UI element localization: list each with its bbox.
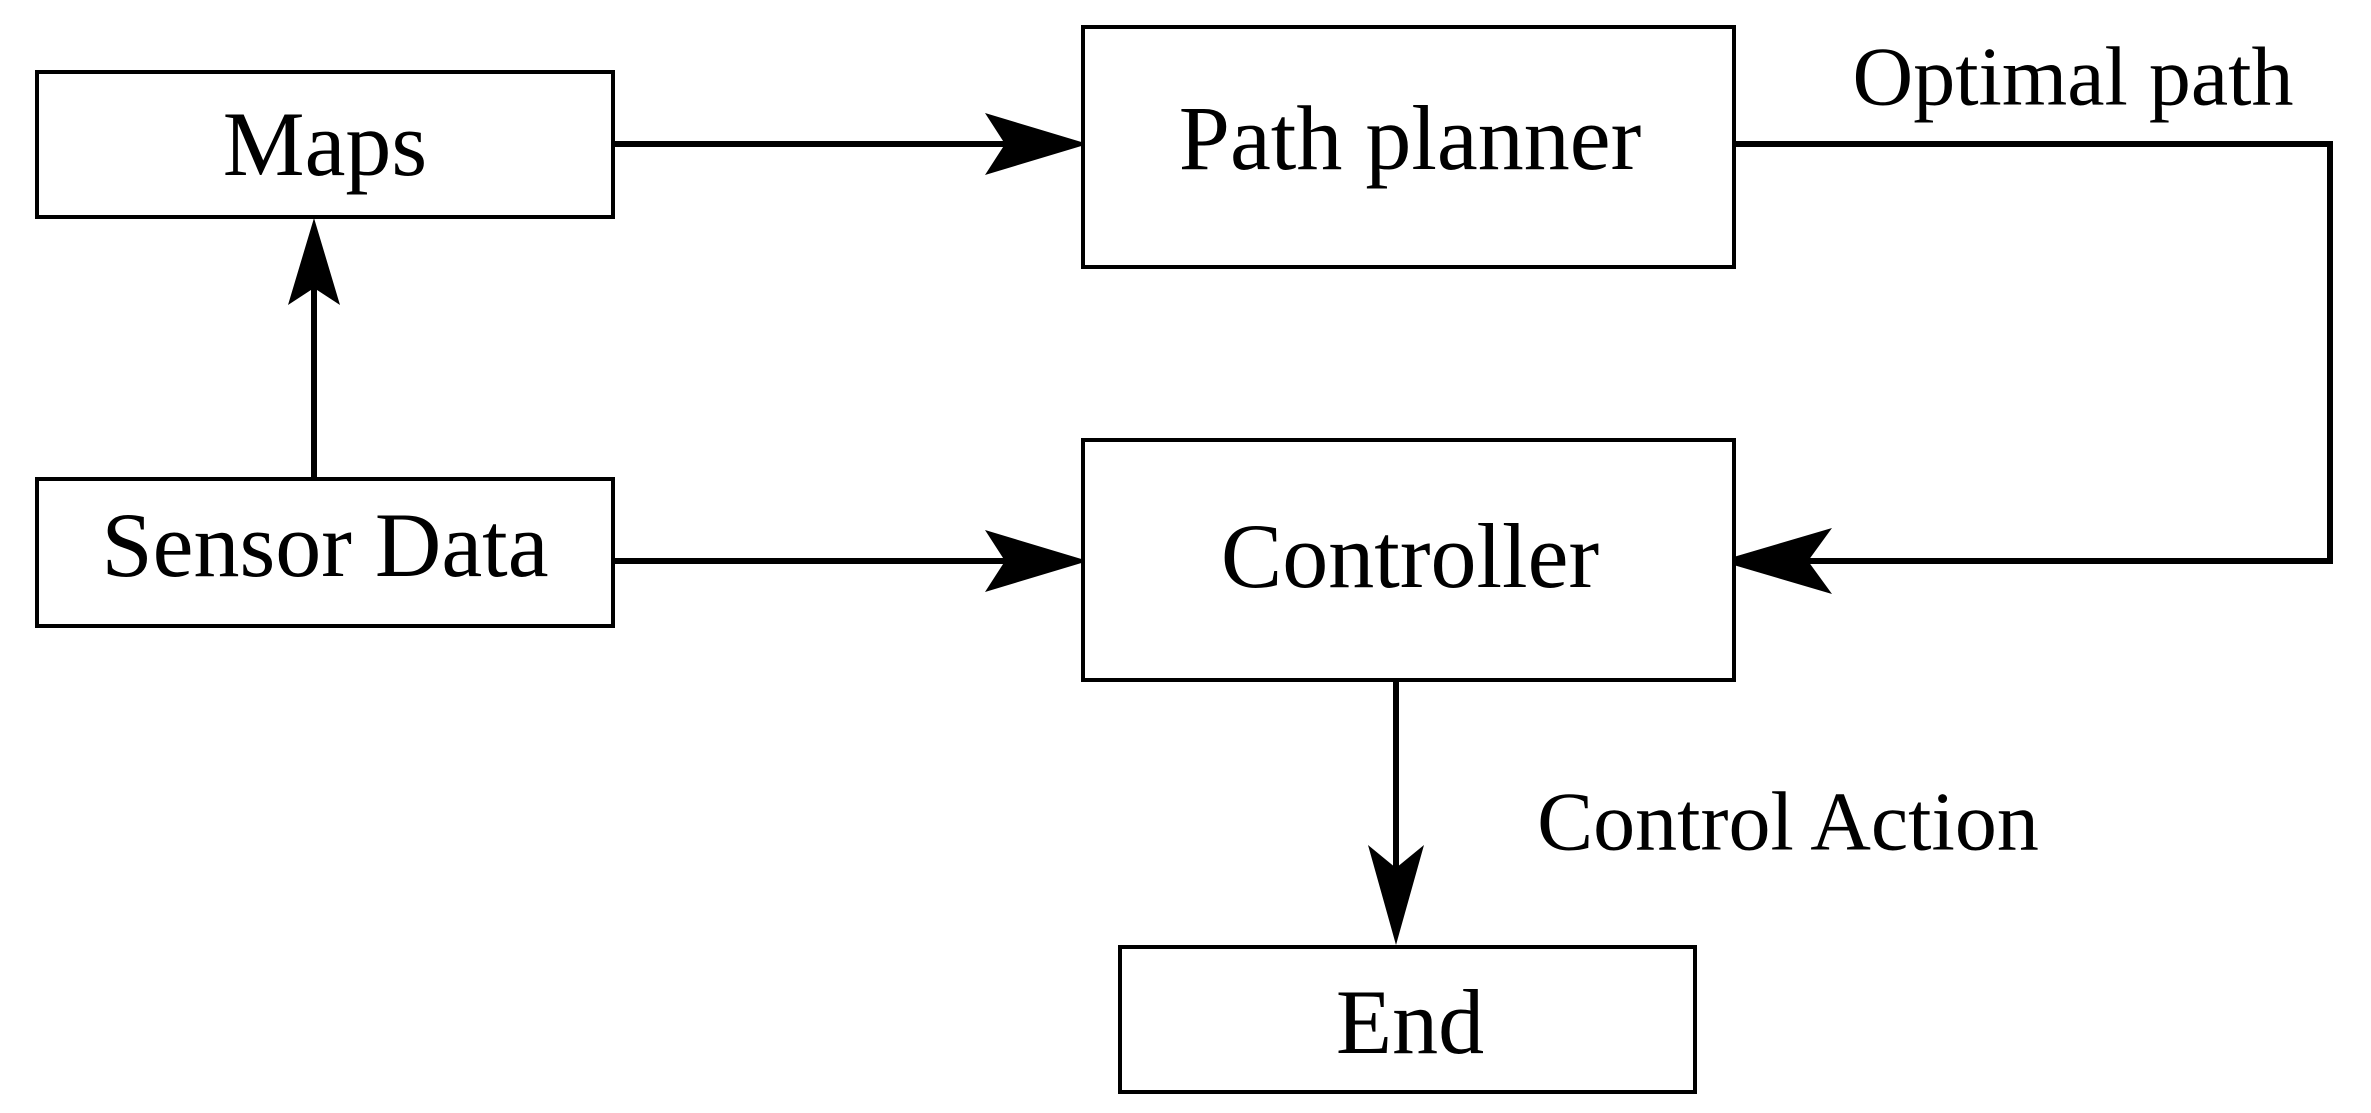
node-end-label: End — [1336, 971, 1484, 1073]
edge-label-control-action: Control Action — [1537, 776, 2039, 869]
node-sensor-data: Sensor Data — [35, 477, 615, 628]
edge-label-optimal-path: Optimal path — [1853, 31, 2294, 124]
arrowhead-down — [1368, 845, 1424, 945]
arrowhead-right — [985, 530, 1088, 592]
node-controller: Controller — [1081, 438, 1736, 682]
edge-optimal-path-connector — [1734, 141, 2333, 564]
node-maps-label: Maps — [223, 93, 427, 195]
arrowhead-up — [288, 218, 340, 305]
arrowhead-right — [985, 113, 1088, 175]
node-path-planner-label: Path planner — [1179, 87, 1641, 189]
node-sensor-data-label: Sensor Data — [101, 494, 548, 596]
node-maps: Maps — [35, 70, 615, 219]
node-controller-label: Controller — [1221, 505, 1599, 607]
arrowhead-left — [1720, 528, 1832, 594]
node-end: End — [1118, 945, 1697, 1094]
node-path-planner: Path planner — [1081, 25, 1736, 269]
